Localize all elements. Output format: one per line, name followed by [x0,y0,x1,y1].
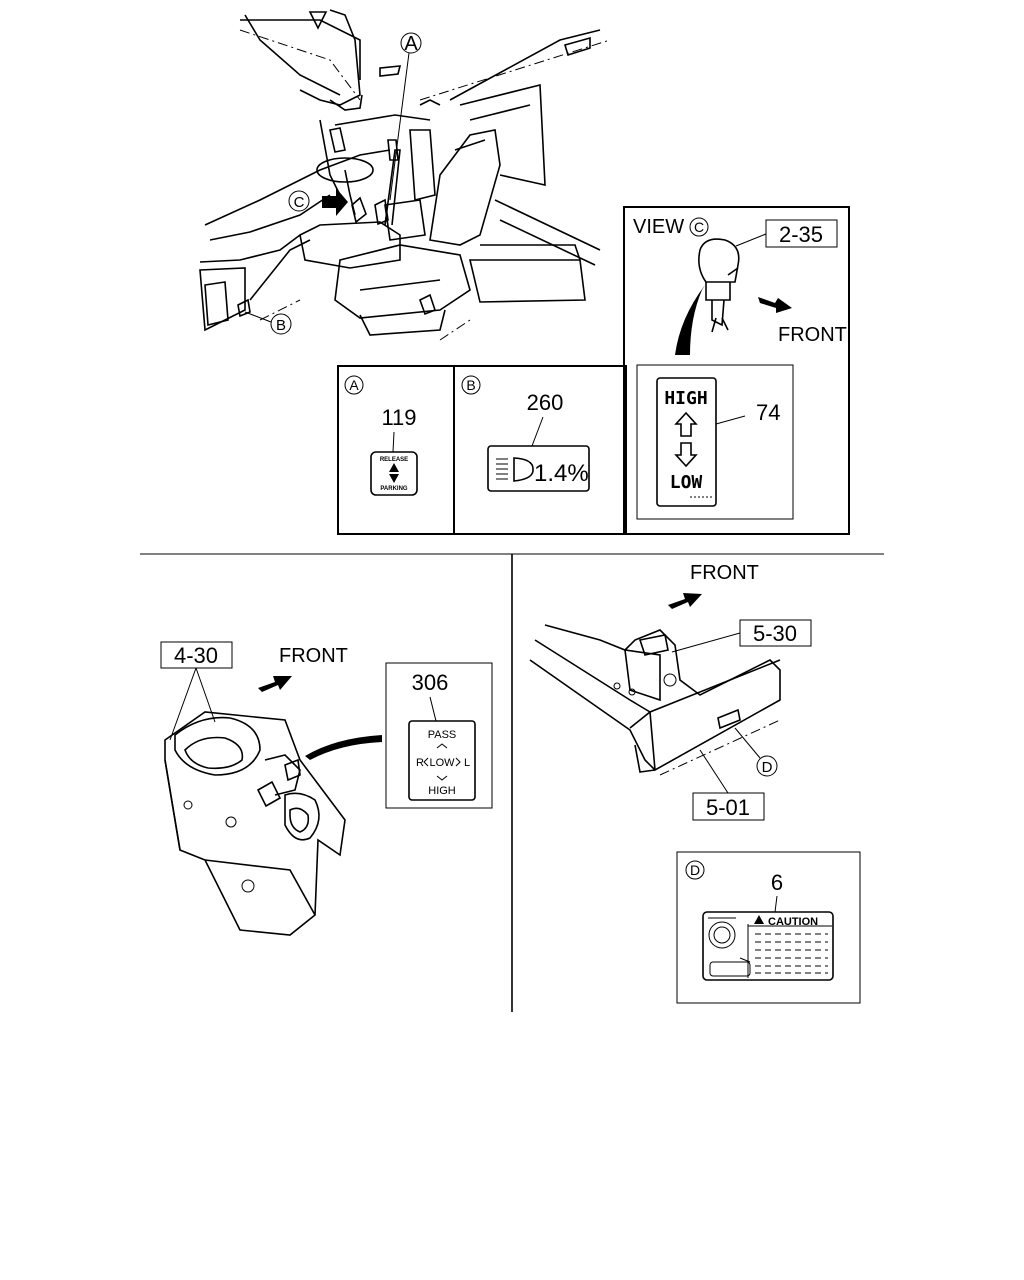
switch-housing-illustration [164,711,346,936]
lower-right-front-label: FRONT [690,562,759,584]
chevron-right-icon [455,757,461,767]
decal-b: B 260 1.4% [461,375,590,492]
decal-d-frame [676,851,861,1004]
view-c-front-label: FRONT [778,324,847,346]
part-ref-4-30: 4-30 [174,643,218,668]
warning-icon [754,915,764,924]
decal-b-label [487,445,590,492]
decal-row-frame [337,365,627,535]
chevron-left-icon [423,757,429,767]
tank-icon [709,961,751,977]
view-c-panel: VIEW C 2-35 FRONT [623,206,850,535]
callout-d-circle [756,755,778,777]
part-ref-5-01-box [692,792,765,821]
frame-rail-illustration [529,624,781,776]
decal-74-number: 74 [756,400,780,425]
decal-d-number: 6 [771,870,783,895]
callout-c-letter: C [294,194,305,211]
decal-74-label [656,377,717,507]
decal-a-label [370,451,418,496]
shift-knob-illustration [698,238,740,333]
part-ref-5-30: 5-30 [753,621,797,646]
view-c-circle-letter: C [694,219,704,235]
decal-d-text-lines [755,933,828,974]
decal-74-frame [636,364,794,520]
decal-row-panel [337,365,627,535]
callout-b-letter: B [276,317,286,334]
callout-b: B [244,311,292,335]
decal-306-top-text: PASS [428,729,457,741]
lower-right-section: FRONT 5-30 D 5-01 D 6 [529,562,861,1004]
decal-74-top-text: HIGH [664,388,707,409]
decal-d-caution-text: CAUTION [768,916,818,928]
view-c-title: VIEW [633,216,684,238]
decal-b-letter: B [466,377,475,393]
decal-306-right-text: L [464,757,470,769]
decal-306-number: 306 [412,670,449,695]
decal-d-letter: D [690,862,700,878]
decal-b-text: 1.4% [534,460,589,487]
callout-a-letter: A [404,33,418,55]
decal-a-top-text: RELEASE [380,457,408,463]
view-c-frame [623,206,850,535]
callout-a-circle [400,32,422,54]
decal-74-bottom-text: LOW [670,472,703,493]
curved-leader-arrow [305,735,382,760]
curved-leader-arrow [675,285,705,355]
part-ref-2-35: 2-35 [779,222,823,247]
cab-interior-illustration [199,9,611,341]
decal-a-number: 119 [381,405,416,430]
callout-c: C [288,190,310,212]
decal-a-bottom-text: PARKING [380,486,408,492]
decal-74: HIGH LOW 74 [636,364,794,520]
chevron-down-icon [436,775,448,781]
decal-b-number: 260 [527,390,564,415]
front-arrow-icon [758,297,792,313]
decal-306-bottom-text: HIGH [428,785,456,797]
callout-d-letter: D [762,759,773,776]
front-arrow-icon [668,593,702,609]
decal-306-left-text: R [416,757,424,769]
headlight-icon [496,457,534,482]
part-ref-5-01: 5-01 [706,795,750,820]
up-down-arrow-icon [389,463,399,483]
front-arrow-icon [258,676,292,692]
decal-306-label [408,720,476,801]
down-arrow-icon [674,442,698,468]
lower-left-front-label: FRONT [279,645,348,667]
dial-icon [708,921,736,949]
lower-left-section: 4-30 FRONT 306 PASS R [160,641,493,936]
chevron-up-icon [436,743,448,749]
decal-a: A 119 RELEASE PARKING [344,375,418,496]
decal-306-center-text: LOW [429,757,455,769]
decal-a-letter: A [349,377,359,393]
part-ref-2-35-box [765,219,838,248]
decal-306-frame [385,662,493,809]
decal-d-label [702,911,834,981]
up-arrow-icon [674,411,698,437]
callout-a: A [389,32,422,201]
